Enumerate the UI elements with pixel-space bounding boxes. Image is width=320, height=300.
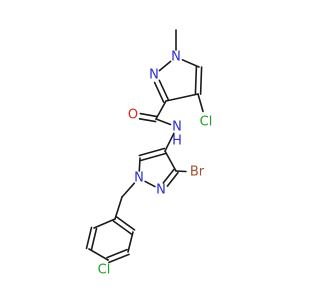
bond-ph5-ph6-a [90, 227, 98, 251]
bond-c4a-c3a [165, 93, 199, 102]
bond-c4b-c5b-a [138, 147, 166, 157]
bonds-layer [85, 29, 204, 264]
atom-label-n1b: N [134, 171, 144, 186]
bond-n1b-ch2 [121, 182, 136, 198]
atom-label-cl2: Cl [98, 263, 111, 278]
bond-c3b-br1 [175, 170, 187, 173]
bond-c3a-n2a-b [153, 81, 165, 103]
atom-label-br1: Br [190, 165, 205, 180]
bond-c_carbonyl-o1-a [139, 112, 158, 118]
bond-ph1-ph2-b [115, 216, 136, 231]
bond-n2a-n1a [158, 60, 172, 72]
bond-n1a-c5a [181, 58, 200, 68]
bond-ph1-ph2-a [112, 220, 133, 235]
bond-ph6-ph1 [93, 218, 116, 229]
bond-ch2-ph1 [114, 196, 123, 220]
bond-c5a-c4a-b [199, 66, 203, 95]
bond-c3a-c_carbonyl [155, 100, 167, 120]
bond-c4a-cl1 [197, 93, 204, 113]
atom-label-h_amide: H [172, 134, 182, 149]
bond-ph5-ph6-b [85, 226, 93, 250]
bond-c5b-n1b [138, 157, 141, 172]
bond-c3b-c4b [164, 150, 177, 172]
bond-ph2-ph3 [127, 231, 134, 253]
bond-ph3-ph4-b [108, 253, 130, 264]
atom-label-n_amide: N [172, 120, 182, 135]
bond-n2b-c3b-a [166, 171, 179, 187]
bond-c5a-c4a-a [194, 66, 198, 95]
atom-label-n1a: N [171, 50, 181, 65]
bond-n_amide-c4b [164, 132, 175, 152]
atom-label-n2b: N [156, 183, 166, 198]
bond-c4b-c5b-b [139, 152, 167, 162]
bond-n1b-n2b [144, 180, 156, 188]
atom-label-n2a: N [149, 68, 159, 83]
bond-c_carbonyl-o1-b [138, 118, 157, 123]
bond-ph4-ph5 [88, 248, 109, 261]
bond-ph3-ph4-a [106, 248, 128, 259]
bond-c3a-n2a-a [158, 79, 170, 101]
atom-label-cl1: Cl [200, 115, 213, 130]
bond-c_carbonyl-n_amide [155, 118, 172, 126]
atom-label-o1: O [128, 108, 138, 123]
bond-n2b-c3b-b [162, 168, 175, 184]
